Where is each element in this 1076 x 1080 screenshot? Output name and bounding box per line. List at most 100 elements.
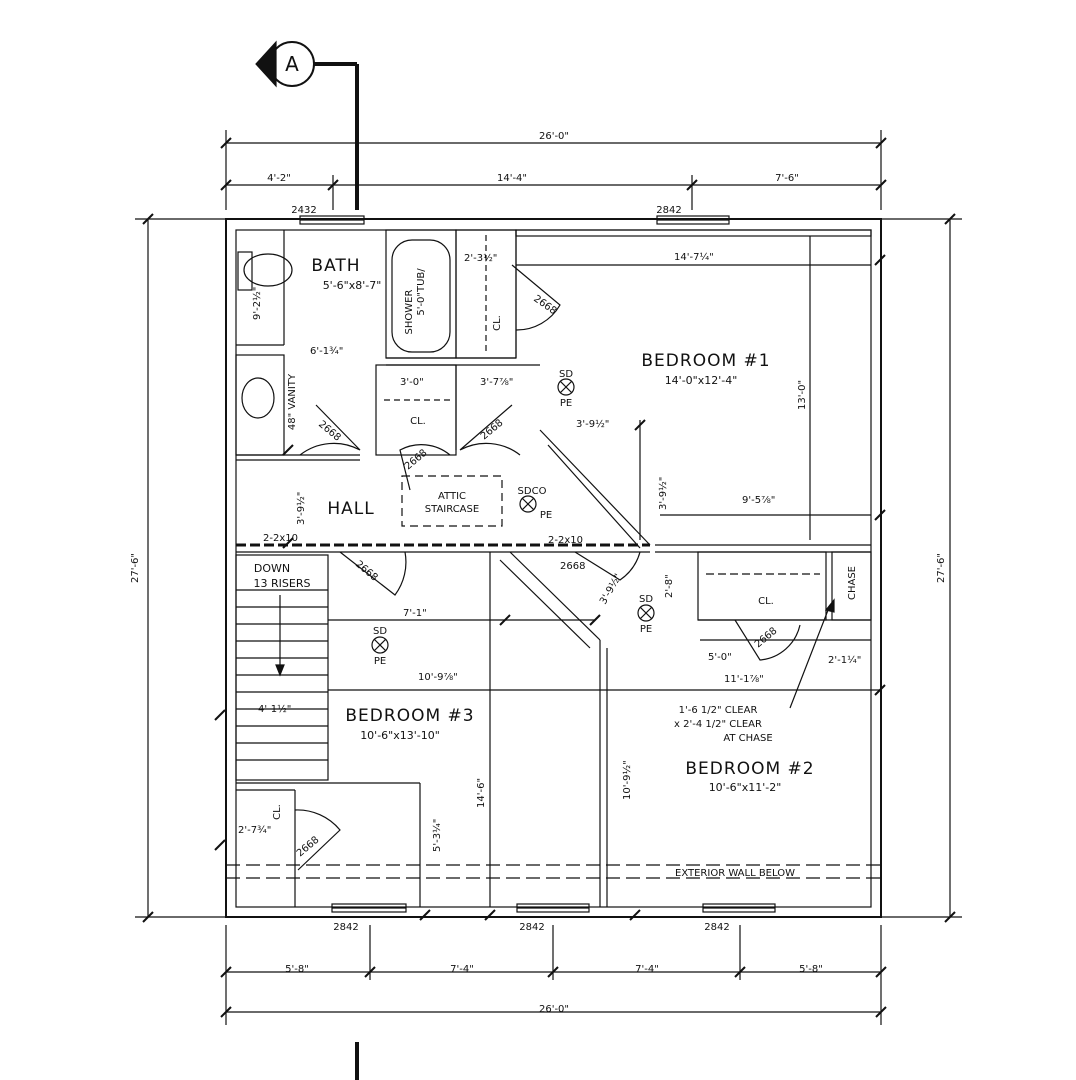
closet-label-3: CL. [758,596,774,607]
dim-top-mid: 14'-4" [497,173,527,184]
room-size-bedroom-3: 10'-6"x13'-10" [360,729,440,742]
door-size-5: 2668 [353,559,380,584]
clear-note-3: AT CHASE [723,733,772,744]
exterior-wall [225,218,882,918]
pe-label-4: PE [640,624,652,635]
room-name-hall: HALL [327,499,374,519]
window-label-bottom-1: 2842 [333,922,358,933]
section-marker [255,40,359,1080]
dim-bottom-4: 5'-8" [799,964,823,975]
sink-icon [241,377,275,419]
dim-hall-c: 2'-8" [664,574,675,598]
windows [299,215,776,913]
closet-label-2: CL. [410,416,426,427]
doors [294,264,801,871]
dim-bottom-1: 5'-8" [285,964,309,975]
closet-label-4: CL. [272,804,283,820]
closets [375,229,540,456]
dim-hall-b: 3'-9½" [597,572,624,607]
dim-bedroom1-b: 3'-9½" [657,477,669,510]
room-size-bath: 5'-6"x8'-7" [323,279,382,292]
stair-down-label: DOWN [254,562,290,575]
toilet-icon [243,253,293,287]
window-label-top-right: 2842 [656,205,681,216]
door-size-6: 2668 [560,561,585,572]
dim-closet-3: 3'-7⅞" [480,377,513,388]
dim-top-left: 4'-2" [267,173,291,184]
clear-note-2: x 2'-4 1/2" CLEAR [674,719,762,730]
room-size-bedroom-2: 10'-6"x11'-2" [709,781,782,794]
bottom-dimensions [220,925,887,1025]
dim-closet-1: 2'-3½" [464,252,497,264]
top-dimensions [220,130,887,210]
vanity-label: 48" VANITY [287,373,298,430]
room-name-bedroom-2: BEDROOM #2 [685,759,814,779]
bedroom2-closet [697,551,872,641]
section-label: A [285,52,299,76]
dim-bedroom3-c: 14'-6" [476,778,487,808]
sd-label-1: SD [559,369,573,380]
pe-label-3: PE [374,656,386,667]
dim-bath-width: 6'-1¾" [310,346,343,357]
header-label-2: 2-2x10 [548,535,583,546]
sdco-label: SDCO [518,486,547,497]
room-name-bedroom-3: BEDROOM #3 [345,706,474,726]
smoke-detectors [371,378,655,654]
bedroom1-walls [515,229,872,553]
dim-overall-bottom: 26'-0" [539,1004,569,1015]
window-label-bottom-3: 2842 [704,922,729,933]
closet-label-1: CL. [492,315,503,331]
dim-bedroom2-b: 11'-1⅞" [724,674,764,685]
dim-bedroom3-d: 5'-3¼" [431,819,443,852]
dim-bedroom1-depth: 13'-0" [797,380,808,410]
stair-risers-label: 13 RISERS [254,577,311,590]
sd-label-3: SD [373,626,387,637]
door-size-8: 2668 [295,835,322,860]
dim-bottom-3: 7'-4" [635,964,659,975]
dim-bedroom3-b: 10'-9⅞" [418,672,458,683]
dim-overall-top: 26'-0" [539,131,569,142]
dim-bath-depth: 9'-2½" [251,287,263,320]
room-size-bedroom-1: 14'-0"x12'-4" [665,374,738,387]
chase-label: CHASE [847,566,858,600]
dim-closet-4: 2'-7¾" [238,825,271,836]
room-name-bath: BATH [311,256,360,276]
dim-top-right: 7'-6" [775,173,799,184]
attic-staircase [401,475,503,527]
dim-right-total: 27'-6" [936,553,947,583]
exterior-wall-label: EXTERIOR WALL BELOW [675,868,795,879]
door-size-3: 2668 [479,418,506,443]
staircase [235,554,329,781]
dim-bedroom1-a: 3'-9½" [576,418,609,430]
clear-note-1: 1'-6 1/2" CLEAR [679,705,758,716]
tub-label: 5'-0"TUB/ [416,268,427,316]
interior-wall-line [235,229,872,908]
door-size-7: 2668 [753,626,780,651]
dim-bedroom3-a: 7'-1" [403,608,427,619]
header-label-1: 2-2x10 [263,533,298,544]
door-size-1: 2668 [531,293,558,317]
dim-bottom-2: 7'-4" [450,964,474,975]
attic-label-2: STAIRCASE [425,504,479,515]
dim-hall-a: 3'-9½" [295,492,307,525]
dim-bedroom1-c: 9'-5⅞" [742,495,775,506]
door-size-4: 2668 [403,448,430,473]
pe-label-2: PE [540,510,552,521]
door-size-2: 2668 [316,419,343,444]
dim-left-total: 27'-6" [130,553,141,583]
side-dimensions [135,213,962,923]
window-label-bottom-2: 2842 [519,922,544,933]
shower-label: SHOWER [404,290,415,335]
attic-label-1: ATTIC [438,491,466,502]
dim-bedroom1-width: 14'-7¼" [674,251,714,263]
dim-bedroom2-d: 10'-9½" [621,760,633,800]
bedroom-walls-lower [236,551,880,907]
room-name-bedroom-1: BEDROOM #1 [641,351,770,371]
dim-bedroom2-c: 2'-1¼" [828,654,861,666]
dim-closet-2: 3'-0" [400,377,424,388]
dim-stair-width: 4'-1½" [258,703,291,715]
sd-label-4: SD [639,594,653,605]
dim-bedroom2-a: 5'-0" [708,652,732,663]
pe-label-1: PE [560,398,572,409]
